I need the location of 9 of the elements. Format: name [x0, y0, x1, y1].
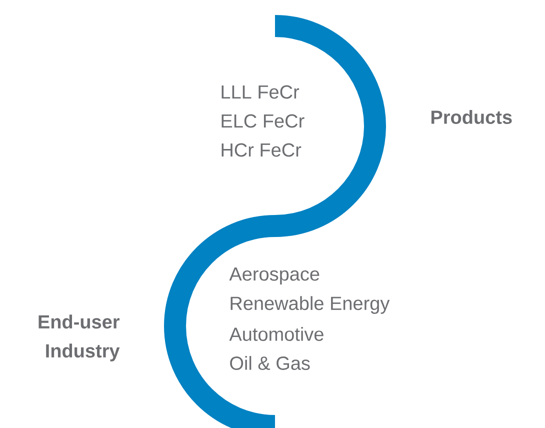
- list-item: Renewable Energy: [230, 296, 390, 314]
- list-item: Oil & Gas: [230, 356, 310, 370]
- list-item: ELC FeCr: [222, 114, 304, 128]
- list-item: Aerospace: [229, 268, 320, 284]
- list-item: HCr FeCr: [222, 143, 302, 157]
- list-item: LLL FeCr: [222, 85, 300, 99]
- list-item: Automotive: [229, 327, 324, 341]
- category-label: Products: [431, 110, 512, 124]
- category-label: End-user Industry: [38, 314, 120, 362]
